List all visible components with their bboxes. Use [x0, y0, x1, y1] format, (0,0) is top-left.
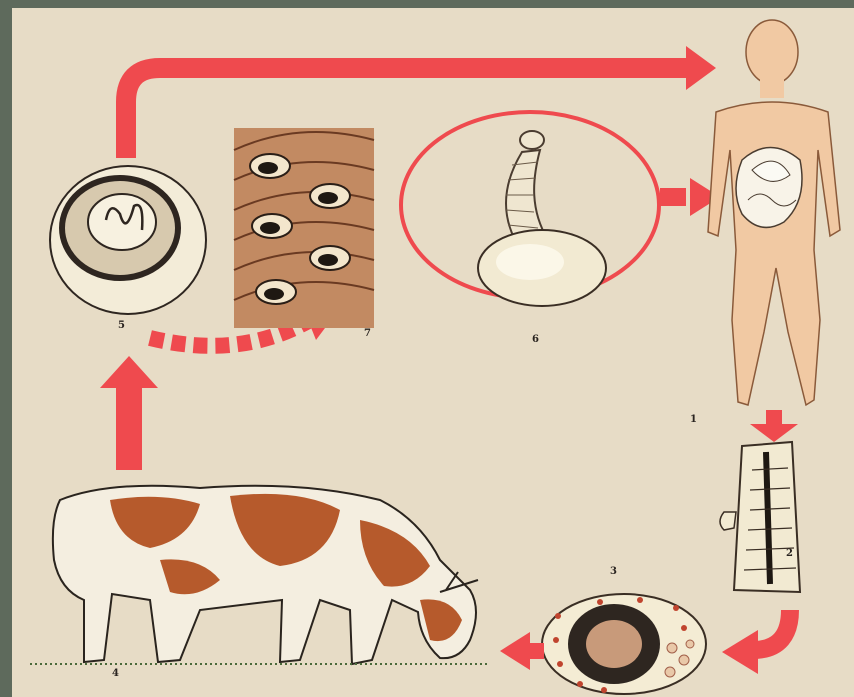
proglottid-segment-icon: [720, 442, 800, 592]
label-cysticerci: 7: [364, 328, 371, 339]
human-figure-icon: [708, 20, 840, 405]
cow-icon: [30, 486, 490, 664]
label-egg: 3: [610, 566, 617, 577]
label-oncosphere: 5: [118, 320, 125, 331]
arrow-egg-to-cow: [500, 632, 544, 670]
muscle-tissue-icon: [234, 128, 374, 328]
label-human: 1: [690, 414, 697, 425]
egg-icon: [542, 594, 706, 694]
label-scolex: 6: [532, 334, 539, 345]
arrow-segment-to-egg: [722, 610, 790, 674]
label-cow: 4: [112, 668, 119, 679]
arrow-human-to-segment: [750, 410, 798, 442]
label-segment: 2: [786, 548, 793, 559]
scolex-icon: [401, 112, 659, 306]
arrow-cow-to-oncosphere: [100, 356, 158, 470]
arrow-oncosphere-to-human: [126, 46, 716, 158]
oncosphere-cyst-icon: [50, 166, 206, 314]
